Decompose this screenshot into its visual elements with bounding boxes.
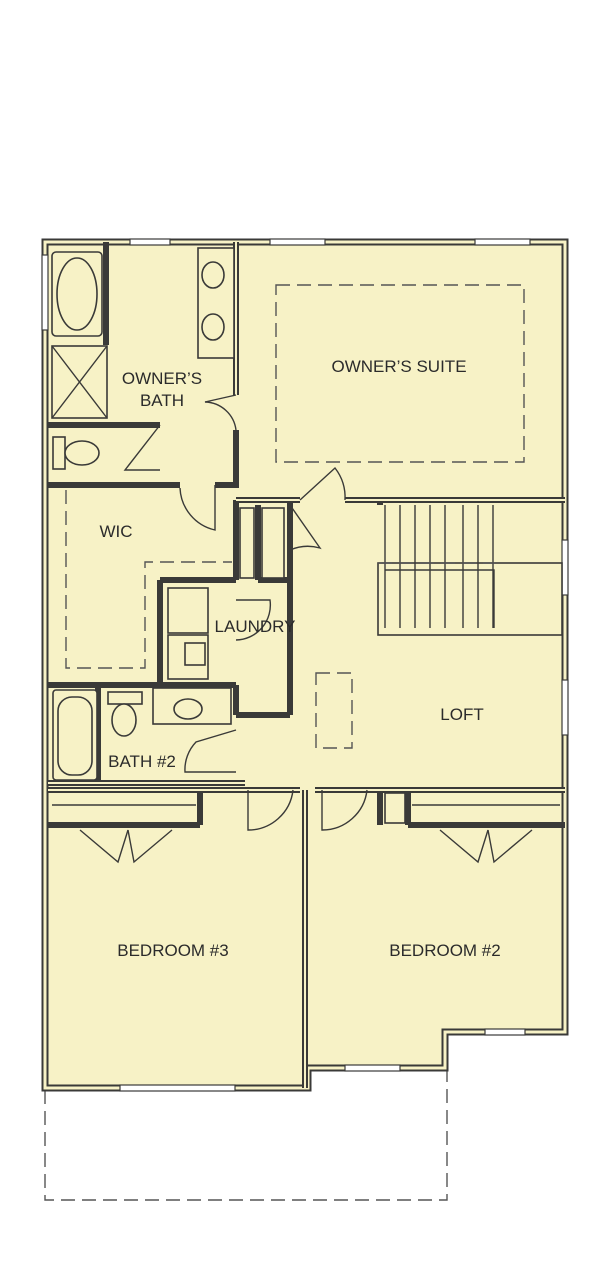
room-label-loft: LOFT [440,705,483,724]
stairs [377,505,563,636]
interior-wall-cores [48,242,565,1088]
bath-fixtures [51,247,235,781]
room-label-laundry: LAUNDRY [215,617,296,636]
room-label-bedroom2: BEDROOM #2 [389,941,500,960]
wic-shelving [65,490,232,669]
garage-outline [44,1068,448,1201]
room-label-owners-bath-2: BATH [140,391,184,410]
loft-fixture-outline [315,672,353,749]
room-label-owners-suite: OWNER’S SUITE [331,357,466,376]
closet-shelves [52,507,560,824]
room-label-owners-bath-1: OWNER’S [122,369,202,388]
windows [41,238,569,1092]
room-label-bath2: BATH #2 [108,752,176,771]
room-label-wic: WIC [99,522,132,541]
floor-area [45,242,565,1088]
doors [79,394,533,864]
room-label-bedroom3: BEDROOM #3 [117,941,228,960]
owners-suite-tray-ceiling [275,284,525,463]
